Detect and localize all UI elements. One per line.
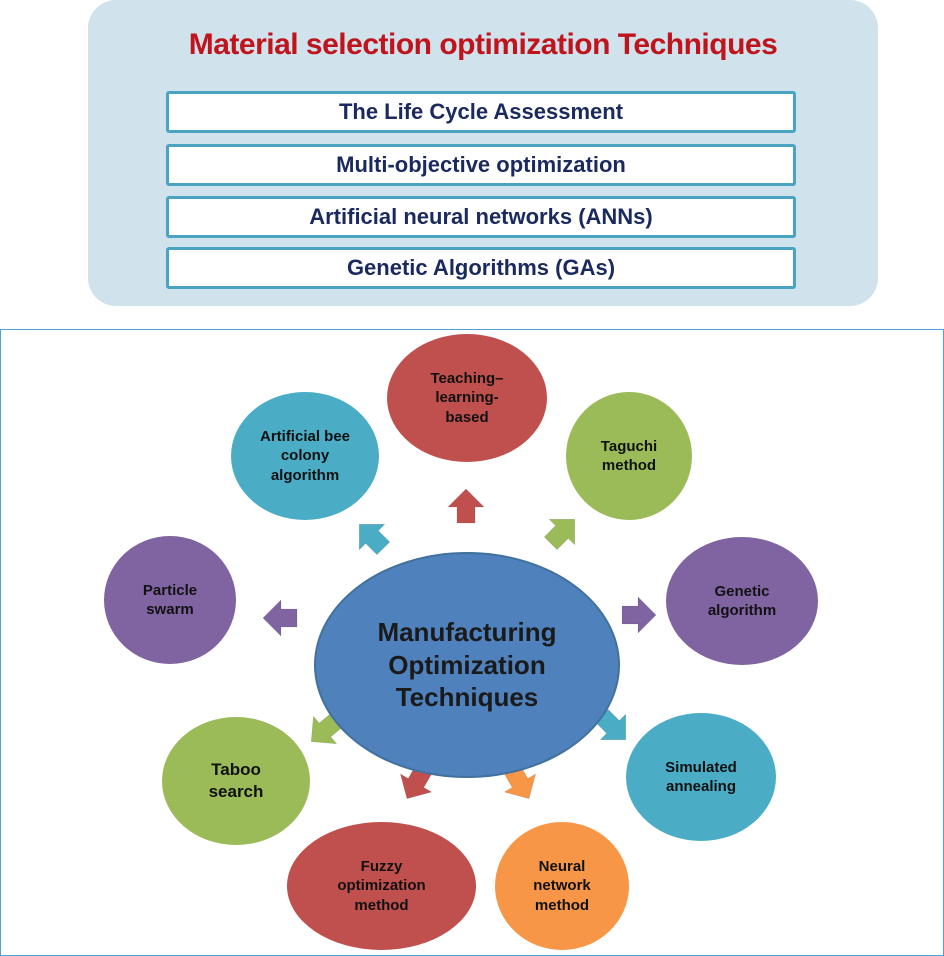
node-teaching-label: Teaching– learning- based <box>430 369 504 426</box>
node-particle-label: Particle swarm <box>142 581 198 619</box>
node-bee-label: Artificial bee colony algorithm <box>259 427 351 484</box>
node-neural-label: Neural network method <box>533 857 591 914</box>
center-node-label: Manufacturing Optimization Techniques <box>377 617 557 713</box>
node-genetic-algorithm: Genetic algorithm <box>666 537 818 665</box>
node-simulated-label: Simulated annealing <box>665 758 737 796</box>
technique-multi-objective-optimization: Multi-objective optimization <box>166 144 796 186</box>
node-teaching-learning-based: Teaching– learning- based <box>387 334 547 462</box>
node-genetic-label: Genetic algorithm <box>707 582 777 620</box>
technique-genetic-algorithms: Genetic Algorithms (GAs) <box>166 247 796 289</box>
node-particle-swarm: Particle swarm <box>104 536 236 664</box>
node-fuzzy-optimization-method: Fuzzy optimization method <box>287 822 476 950</box>
node-neural-network-method: Neural network method <box>495 822 629 950</box>
node-taguchi-method: Taguchi method <box>566 392 692 520</box>
node-simulated-annealing: Simulated annealing <box>626 713 776 841</box>
center-node-manufacturing-optimization: Manufacturing Optimization Techniques <box>314 552 620 778</box>
node-taboo-label: Taboo search <box>208 759 264 801</box>
node-taguchi-label: Taguchi method <box>600 437 658 475</box>
material-panel-title: Material selection optimization Techniqu… <box>188 28 778 61</box>
technique-artificial-neural-networks: Artificial neural networks (ANNs) <box>166 196 796 238</box>
material-selection-panel: Material selection optimization Techniqu… <box>88 0 878 306</box>
technique-life-cycle-assessment: The Life Cycle Assessment <box>166 91 796 133</box>
node-fuzzy-label: Fuzzy optimization method <box>337 857 426 914</box>
node-taboo-search: Taboo search <box>162 717 310 845</box>
node-artificial-bee-colony: Artificial bee colony algorithm <box>231 392 379 520</box>
